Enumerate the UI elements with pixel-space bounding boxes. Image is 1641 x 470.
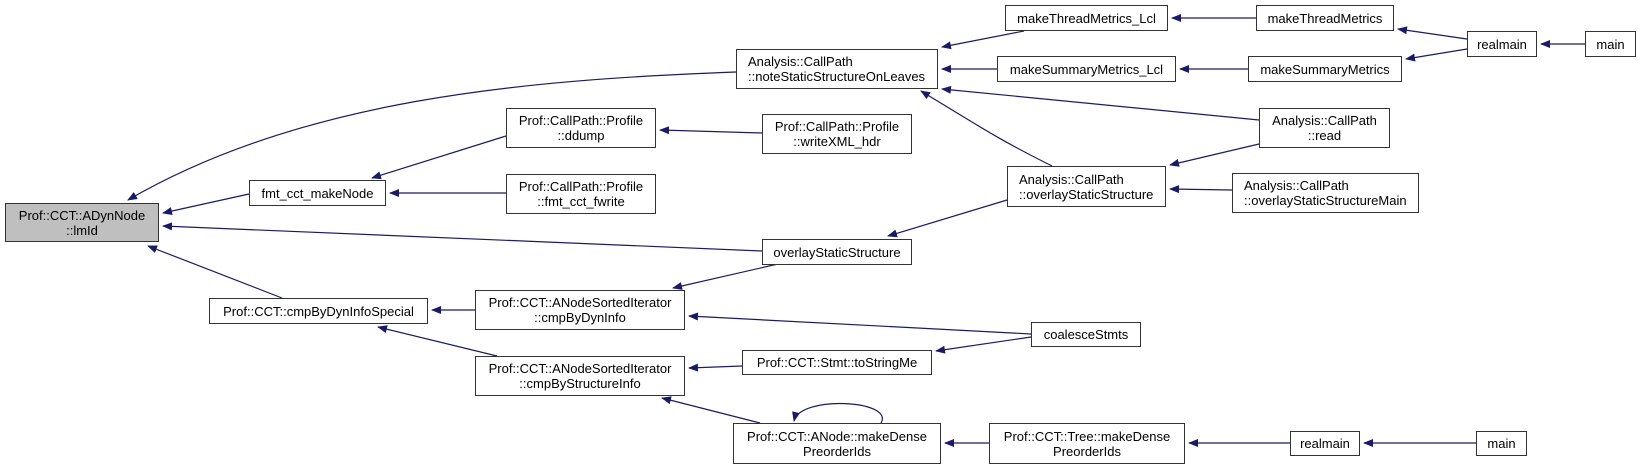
graph-node[interactable]: realmain — [1290, 431, 1360, 456]
node-label-line: main — [1487, 436, 1516, 451]
call-edge — [941, 85, 1260, 121]
call-edge — [920, 90, 1053, 167]
graph-node[interactable]: Prof::CCT::ANodeSortedIterator::cmpByStr… — [475, 356, 685, 396]
node-label-line: Prof::CCT::ANodeSortedIterator — [488, 295, 672, 310]
call-edge — [887, 199, 1008, 238]
node-label-line: Prof::CallPath::Profile — [518, 113, 644, 128]
node-label-line: Prof::CCT::cmpByDynInfoSpecial — [223, 303, 414, 319]
node-label-line: Analysis::CallPath — [1272, 113, 1377, 128]
graph-node[interactable]: main — [1585, 31, 1636, 57]
call-edge — [1169, 143, 1260, 167]
call-edge — [941, 30, 1025, 50]
call-edge — [162, 222, 763, 252]
node-label-line: ::cmpByDynInfo — [534, 310, 626, 325]
graph-node[interactable]: Prof::CCT::ANodeSortedIterator::cmpByDyn… — [475, 290, 685, 330]
call-edge — [935, 336, 1032, 354]
call-edge — [162, 193, 250, 215]
node-label-line: overlayStaticStructure — [773, 244, 901, 260]
graph-node[interactable]: Prof::CCT::cmpByDynInfoSpecial — [209, 298, 428, 324]
call-edge — [688, 312, 1032, 335]
graph-node[interactable]: Prof::CallPath::Profile::fmt_cct_fwrite — [506, 174, 656, 214]
node-label-line: ::noteStaticStructureOnLeaves — [748, 69, 926, 84]
call-edge — [688, 363, 743, 372]
node-label-line: ::overlayStaticStructure — [1019, 186, 1154, 202]
call-edge — [371, 135, 507, 180]
node-label-line: ::cmpByStructureInfo — [519, 376, 641, 391]
node-label-line: realmain — [1300, 436, 1350, 451]
graph-node[interactable]: realmain — [1467, 31, 1537, 57]
node-label-line: ::read — [1307, 128, 1342, 143]
node-label-line: main — [1596, 36, 1625, 52]
node-label-line: Prof::CallPath::Profile — [774, 119, 900, 134]
call-edge — [1397, 26, 1468, 40]
node-label-line: Prof::CCT::ADynNode — [18, 207, 146, 223]
node-label-line: Prof::CCT::ANodeSortedIterator — [488, 361, 672, 376]
call-edge — [377, 325, 498, 357]
node-label-line: ::ddump — [557, 128, 605, 143]
node-label-line: makeSummaryMetrics — [1260, 61, 1390, 77]
node-label-line: ::fmt_cct_fwrite — [537, 194, 625, 209]
graph-node[interactable]: Prof::CallPath::Profile::writeXML_hdr — [762, 114, 912, 154]
node-label-line: ::lmId — [66, 222, 98, 238]
node-label-line: makeThreadMetrics — [1267, 10, 1383, 26]
graph-node[interactable]: fmt_cct_makeNode — [249, 180, 386, 206]
graph-node[interactable]: coalesceStmts — [1031, 322, 1141, 347]
node-label-line: Prof::CallPath::Profile — [518, 179, 644, 194]
node-label-line: ::overlayStaticStructureMain — [1244, 193, 1407, 208]
call-edge — [147, 245, 283, 299]
graph-node[interactable]: Analysis::CallPath::overlayStaticStructu… — [1232, 173, 1419, 213]
call-edge — [127, 71, 737, 201]
node-label-line: Prof::CCT::ANode::makeDense — [747, 428, 927, 444]
node-label-line: Prof::CCT::Stmt::toStringMe — [756, 355, 918, 370]
graph-node[interactable]: Analysis::CallPath::read — [1259, 108, 1390, 148]
node-label-line: coalesceStmts — [1043, 327, 1129, 342]
node-label-line: Analysis::CallPath — [1019, 171, 1124, 187]
graph-node[interactable]: main — [1476, 431, 1527, 456]
graph-node[interactable]: Prof::CCT::Stmt::toStringMe — [742, 350, 932, 375]
node-label-line: makeThreadMetrics_Lcl — [1017, 10, 1156, 26]
graph-node[interactable]: makeSummaryMetrics — [1248, 56, 1402, 82]
node-label-line: PreorderIds — [1053, 443, 1121, 459]
call-edge — [661, 396, 761, 424]
graph-node[interactable]: overlayStaticStructure — [762, 239, 912, 265]
graph-node[interactable]: makeThreadMetrics — [1256, 5, 1394, 31]
node-label-line: makeSummaryMetrics_Lcl — [1009, 61, 1164, 77]
graph-node[interactable]: makeSummaryMetrics_Lcl — [997, 56, 1176, 82]
call-edge — [1405, 48, 1468, 62]
node-label-line: ::writeXML_hdr — [793, 134, 881, 149]
node-label-line: fmt_cct_makeNode — [261, 185, 374, 201]
graph-root-node: Prof::CCT::ADynNode::lmId — [5, 203, 159, 242]
call-edge — [792, 402, 883, 424]
graph-node[interactable]: Analysis::CallPath::overlayStaticStructu… — [1007, 166, 1166, 207]
node-label-line: Analysis::CallPath — [1244, 178, 1349, 193]
call-edge — [672, 263, 779, 290]
graph-node[interactable]: Prof::CallPath::Profile::ddump — [506, 108, 656, 148]
node-label-line: PreorderIds — [803, 443, 871, 459]
call-edge — [1169, 185, 1233, 194]
node-label-line: Analysis::CallPath — [748, 54, 853, 69]
call-edge — [659, 126, 763, 135]
node-label-line: Prof::CCT::Tree::makeDense — [1003, 428, 1171, 444]
node-label-line: realmain — [1477, 36, 1527, 52]
graph-node[interactable]: Analysis::CallPath::noteStaticStructureO… — [736, 49, 938, 89]
graph-node[interactable]: makeThreadMetrics_Lcl — [1005, 5, 1168, 31]
